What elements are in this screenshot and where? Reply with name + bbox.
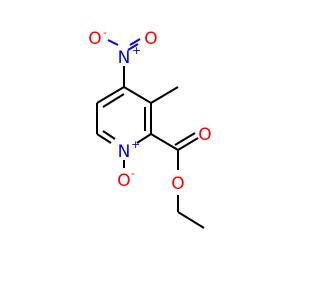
bond-ch2-ch3: [177, 211, 205, 229]
molecule-structure: O - N + O N + O - O O: [88, 26, 212, 229]
atom-ring-n: N: [118, 142, 131, 162]
charge-n-oxide-o: -: [131, 167, 135, 180]
atom-nitro-n: N: [118, 48, 131, 68]
atom-nitro-o-right: O: [144, 29, 157, 49]
ring-bond-c5-c4-inner: [102, 93, 125, 108]
ring-bond-c4-c3: [123, 86, 152, 104]
atom-n-oxide-o: O: [117, 171, 130, 191]
nitro-group: [107, 38, 141, 87]
atom-ester-o: O: [171, 174, 184, 194]
atom-carbonyl-o: O: [198, 125, 211, 145]
charge-nitro-o-left: -: [103, 26, 107, 39]
structure-canvas: O - N + O N + O - O O: [88, 26, 212, 229]
ester-group: [150, 132, 205, 229]
bond-c2-carbonyl-c: [150, 133, 179, 151]
bond-nitro-n-o-left: [107, 39, 119, 46]
pyridine-ring: [96, 86, 152, 144]
ring-bond-c5-c4: [96, 86, 125, 104]
bond-carbonyl-c-o: [177, 137, 199, 151]
charge-ring-n: +: [131, 138, 140, 151]
ring-bond-c2-n1: [136, 133, 152, 144]
atom-nitro-o-left: O: [88, 29, 101, 49]
ring-bond-n1-c6: [96, 133, 112, 144]
bond-methyl: [150, 86, 179, 104]
charge-nitro-n: +: [132, 44, 141, 57]
bond-nitro-n-o-right-double: [127, 43, 139, 51]
ring-bond-n1-c6-inner: [102, 130, 116, 140]
bond-nitro-n-o-right: [129, 38, 141, 46]
bond-carbonyl-c-o-double: [174, 132, 196, 146]
